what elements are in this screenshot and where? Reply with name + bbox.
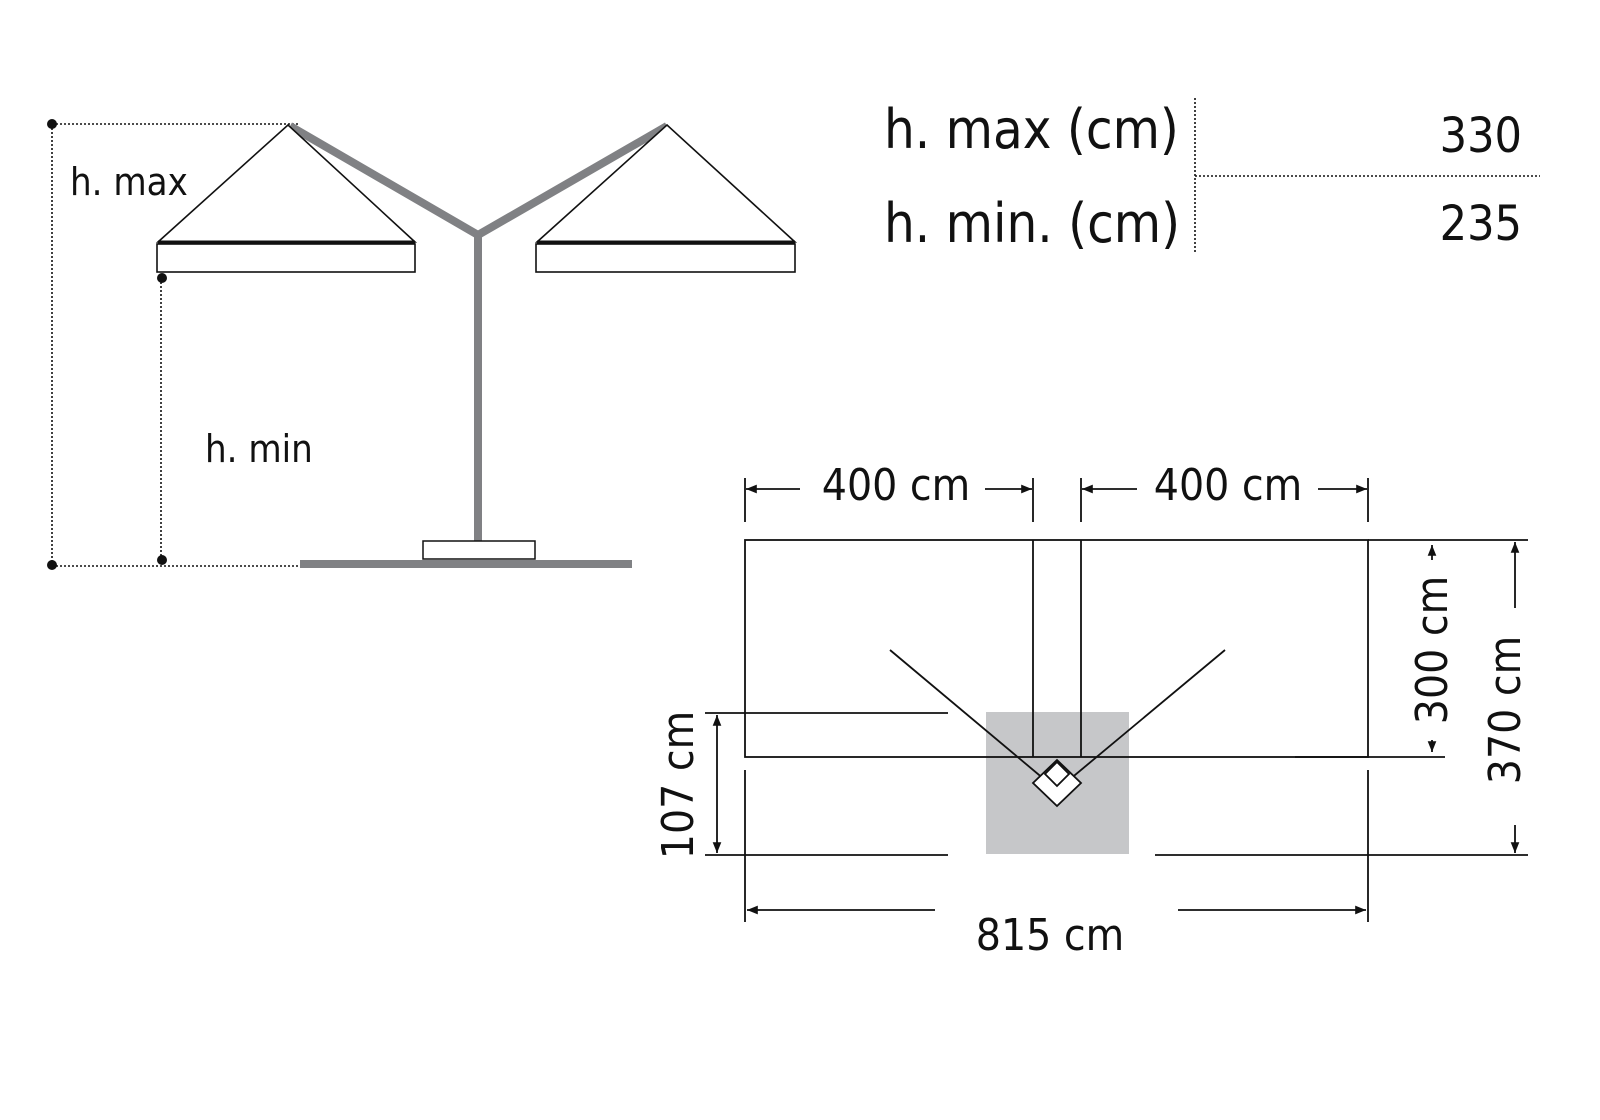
- side-view: h. max h. min: [47, 119, 798, 570]
- top-view: [705, 478, 1528, 922]
- base-size-label: 107 cm: [653, 711, 704, 859]
- arm-right: [1056, 649, 1226, 791]
- umbrella-base: [422, 540, 536, 560]
- spec-table: h. max (cm) 330 h. min. (cm) 235: [884, 98, 1540, 255]
- hmax-row-value: 330: [1440, 108, 1522, 164]
- ground: [300, 560, 632, 568]
- arm-left: [889, 649, 1058, 791]
- total-width-label: 815 cm: [976, 910, 1124, 961]
- width-left-label: 400 cm: [822, 460, 970, 511]
- top-view-labels: 400 cm 400 cm 815 cm 300 cm 370 cm 107 c…: [653, 460, 1531, 961]
- hmin-row-value: 235: [1440, 196, 1522, 252]
- hmin-label: h. min: [205, 427, 313, 471]
- width-right-label: 400 cm: [1154, 460, 1302, 511]
- hmax-row-label: h. max (cm): [884, 98, 1179, 161]
- total-depth-label: 370 cm: [1480, 636, 1531, 784]
- hmin-top-dot: [157, 273, 167, 283]
- hmin-bottom-dot: [157, 555, 167, 565]
- canopy-outline: [744, 539, 1369, 758]
- hmax-bottom-dot: [47, 560, 57, 570]
- canopy-depth-label: 300 cm: [1407, 576, 1458, 724]
- hmax-top-dot: [47, 119, 57, 129]
- left-canopy: [155, 123, 418, 273]
- height-guides: [51, 123, 300, 567]
- right-canopy: [534, 123, 798, 273]
- hmax-label: h. max: [70, 160, 188, 204]
- hmin-row-label: h. min. (cm): [884, 192, 1180, 255]
